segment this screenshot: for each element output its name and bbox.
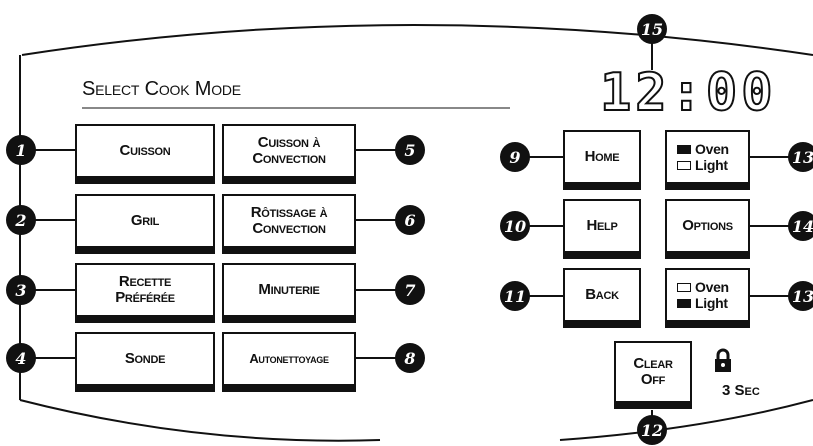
callout-4: 4	[6, 343, 36, 373]
recette-preferee-button[interactable]: Recette Préférée	[75, 263, 215, 323]
options-button[interactable]: Options	[665, 199, 750, 259]
oven-light-button-bottom[interactable]: Oven Light	[665, 268, 750, 328]
select-cook-mode-title: Select Cook Mode	[82, 78, 241, 100]
help-button[interactable]: Help	[563, 199, 641, 259]
clock-display: 12:00	[599, 62, 777, 124]
callout-14: 14	[788, 211, 813, 241]
callout-13-top: 13	[788, 142, 813, 172]
sonde-button[interactable]: Sonde	[75, 332, 215, 392]
callout-3: 3	[6, 275, 36, 305]
rotissage-convection-button[interactable]: Rôtissage à Convection	[222, 194, 356, 254]
clear-off-button[interactable]: Clear Off	[614, 341, 692, 409]
callout-2: 2	[6, 205, 36, 235]
callout-1: 1	[6, 135, 36, 165]
callout-10: 10	[500, 211, 530, 241]
minuterie-button[interactable]: Minuterie	[222, 263, 356, 323]
callout-12: 12	[637, 415, 667, 445]
gril-button[interactable]: Gril	[75, 194, 215, 254]
callout-8: 8	[395, 343, 425, 373]
callout-13-bottom: 13	[788, 281, 813, 311]
callout-9: 9	[500, 142, 530, 172]
light-off-indicator	[677, 160, 691, 170]
callout-6: 6	[395, 205, 425, 235]
home-button[interactable]: Home	[563, 130, 641, 190]
lock-icon	[715, 348, 731, 372]
autonettoyage-button[interactable]: Autonettoyage	[222, 332, 356, 392]
light-on-indicator	[677, 144, 691, 154]
oven-light-button-top[interactable]: Oven Light	[665, 130, 750, 190]
callout-7: 7	[395, 275, 425, 305]
lock-duration-label: 3 Sec	[722, 382, 760, 399]
light-off-indicator	[677, 282, 691, 292]
cuisson-button[interactable]: Cuisson	[75, 124, 215, 184]
back-button[interactable]: Back	[563, 268, 641, 328]
callout-15: 15	[637, 14, 667, 44]
cuisson-convection-button[interactable]: Cuisson à Convection	[222, 124, 356, 184]
callout-5: 5	[395, 135, 425, 165]
light-on-indicator	[677, 298, 691, 308]
callout-11: 11	[500, 281, 530, 311]
